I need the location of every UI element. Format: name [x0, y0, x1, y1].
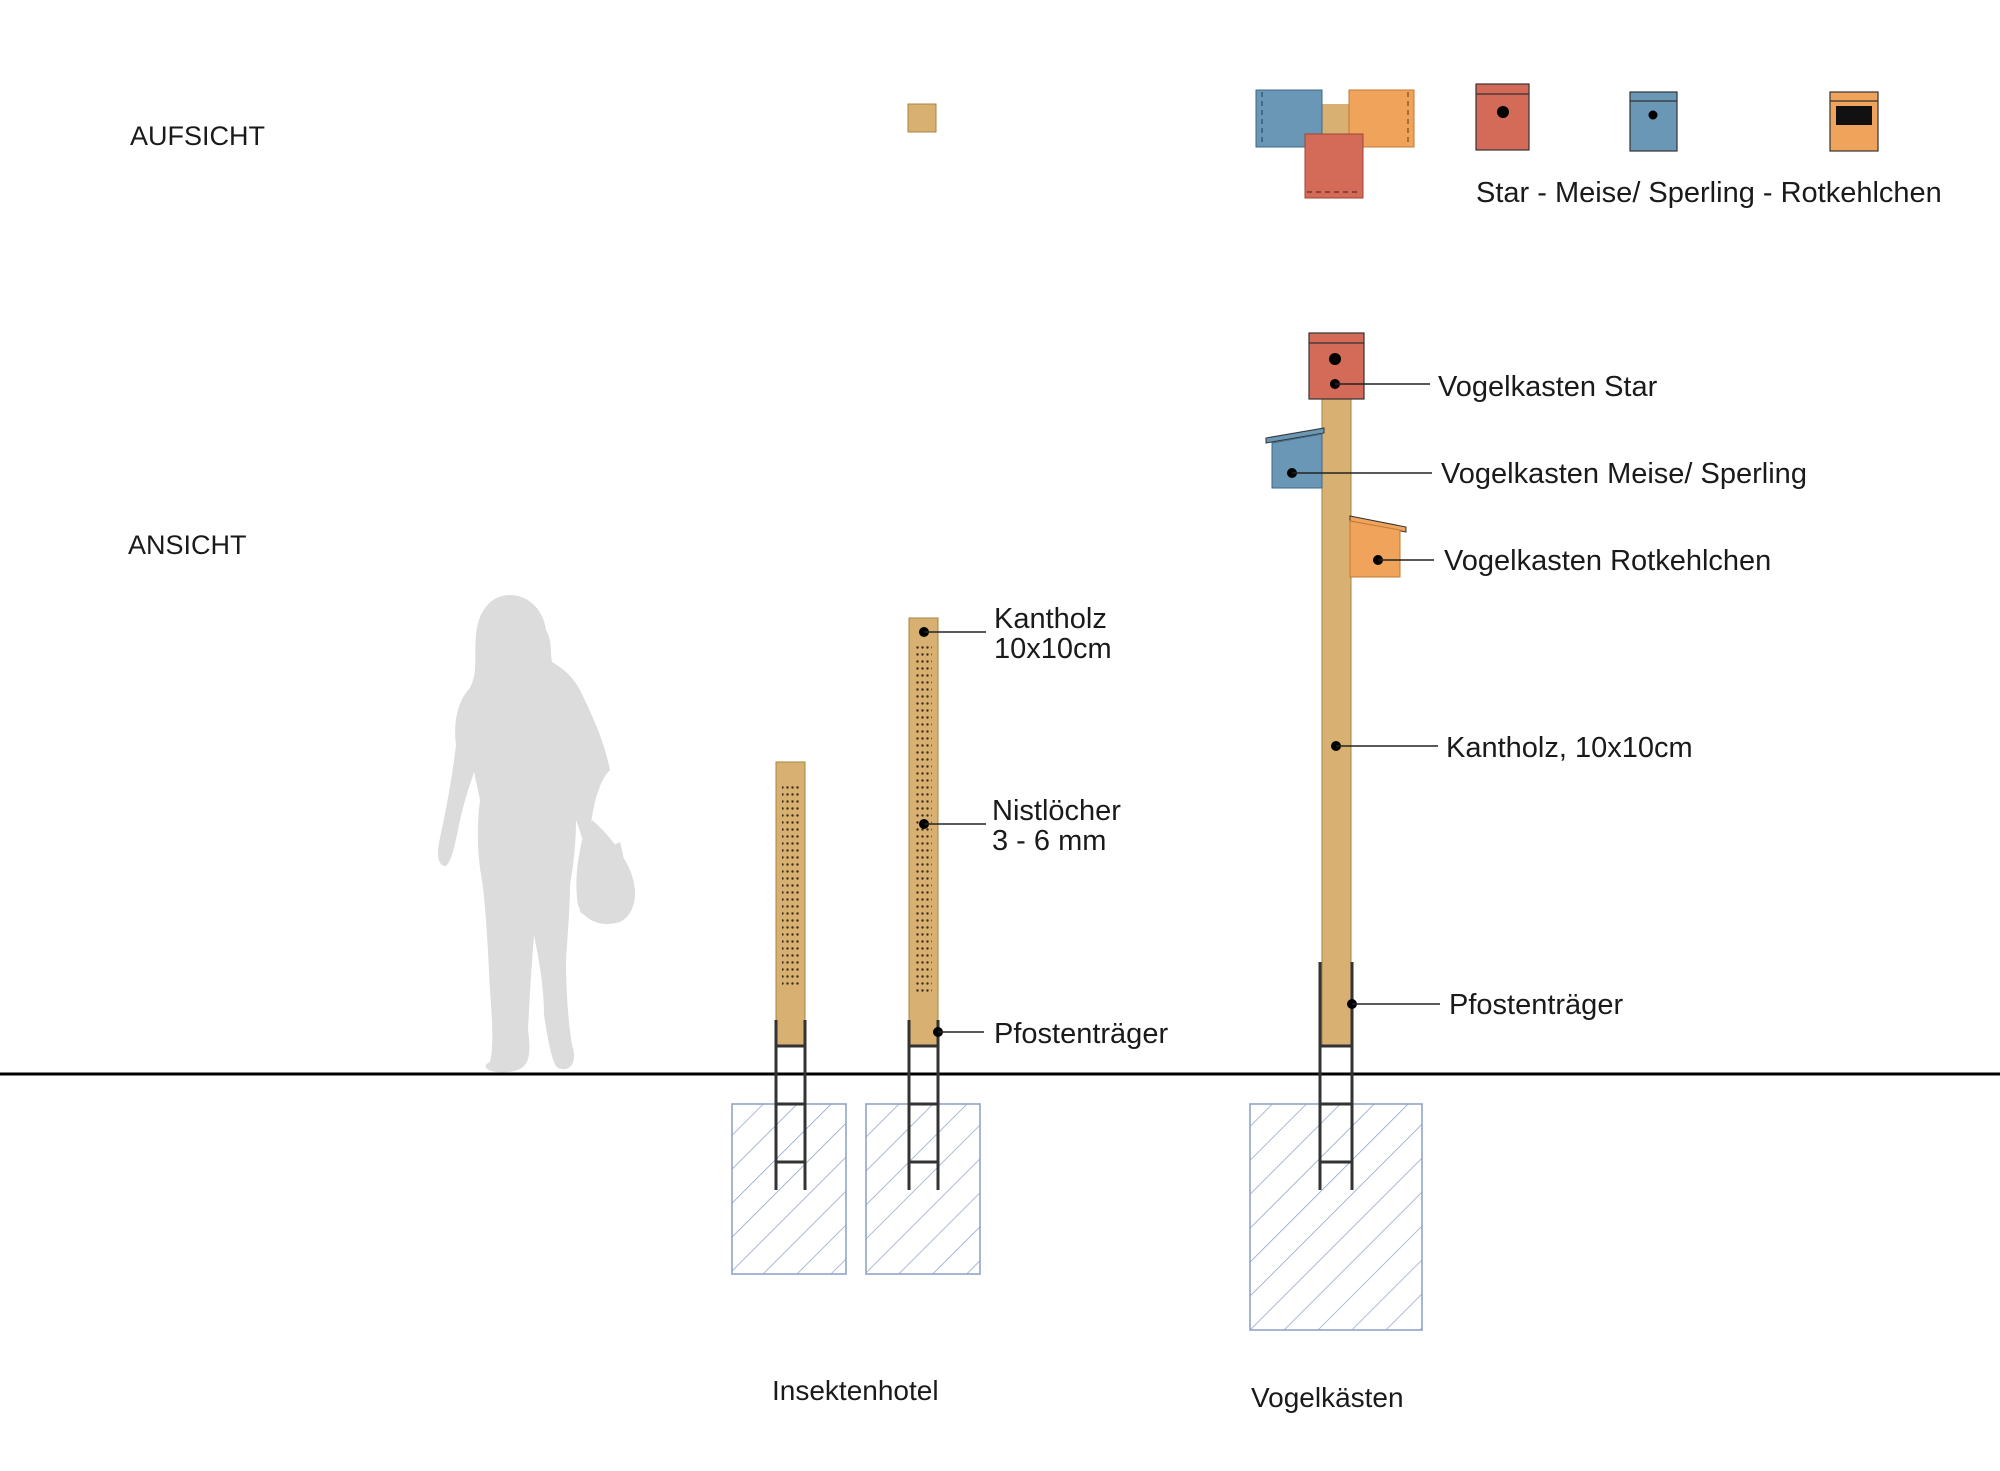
svg-text:Vogelkasten Rotkehlchen: Vogelkasten Rotkehlchen [1444, 545, 1771, 577]
annotation-post-carrier-bird: Pfostenträger [1347, 989, 1623, 1021]
annotation-robin-box: Vogelkasten Rotkehlchen [1373, 545, 1771, 577]
insect-post-tall [865, 617, 981, 1275]
robin-box-front-legend [1829, 91, 1879, 152]
star-box-front-legend [1475, 83, 1530, 151]
svg-text:Vogelkasten Meise/ Sperling: Vogelkasten Meise/ Sperling [1441, 458, 1807, 490]
foundation-bird [1249, 1103, 1423, 1331]
section-label-top-view: AUFSICHT [130, 121, 265, 151]
tit-birdbox [1265, 427, 1325, 489]
bird-box-post [1249, 332, 1423, 1331]
svg-text:3 - 6 mm: 3 - 6 mm [992, 825, 1106, 857]
annotation-tit-box: Vogelkasten Meise/ Sperling [1287, 458, 1807, 490]
nest-holes-short [782, 784, 799, 988]
species-legend-text: Star - Meise/ Sperling - Rotkehlchen [1476, 177, 1942, 209]
annotation-star-box: Vogelkasten Star [1330, 371, 1658, 403]
svg-text:Pfostenträger: Pfostenträger [1449, 989, 1623, 1021]
insect-post-plan-view [907, 103, 937, 133]
annotation-bird-post: Kantholz, 10x10cm [1331, 732, 1693, 764]
caption-insect-hotel: Insektenhotel [772, 1375, 939, 1406]
tit-box-front-legend [1629, 91, 1678, 152]
svg-text:Kantholz, 10x10cm: Kantholz, 10x10cm [1446, 732, 1693, 764]
svg-text:Pfostenträger: Pfostenträger [994, 1018, 1168, 1050]
annotation-post-carrier-insect: Pfostenträger [933, 1018, 1168, 1050]
annotation-nest-holes: Nistlöcher 3 - 6 mm [919, 795, 1121, 857]
svg-text:Nistlöcher: Nistlöcher [992, 795, 1121, 827]
section-label-elevation: ANSICHT [128, 530, 247, 560]
robin-birdbox [1349, 515, 1407, 578]
svg-text:Kantholz: Kantholz [994, 603, 1107, 635]
person-silhouette [438, 595, 635, 1073]
nest-holes-tall [915, 642, 932, 992]
timber-post-bird [1321, 397, 1352, 1047]
foundation-short [731, 1103, 847, 1275]
star-birdbox [1308, 332, 1365, 400]
foundation-tall [865, 1103, 981, 1275]
caption-bird-boxes: Vogelkästen [1251, 1382, 1404, 1413]
annotation-insect-post: Kantholz 10x10cm [919, 603, 1112, 665]
post-bracket-short [774, 1020, 807, 1190]
star-box-plan [1304, 133, 1364, 199]
svg-text:Vogelkasten Star: Vogelkasten Star [1438, 371, 1658, 403]
insect-post-short [731, 761, 847, 1275]
post-bracket-tall [907, 1020, 940, 1190]
svg-text:10x10cm: 10x10cm [994, 633, 1112, 665]
bird-post-plan-view [1255, 89, 1415, 199]
